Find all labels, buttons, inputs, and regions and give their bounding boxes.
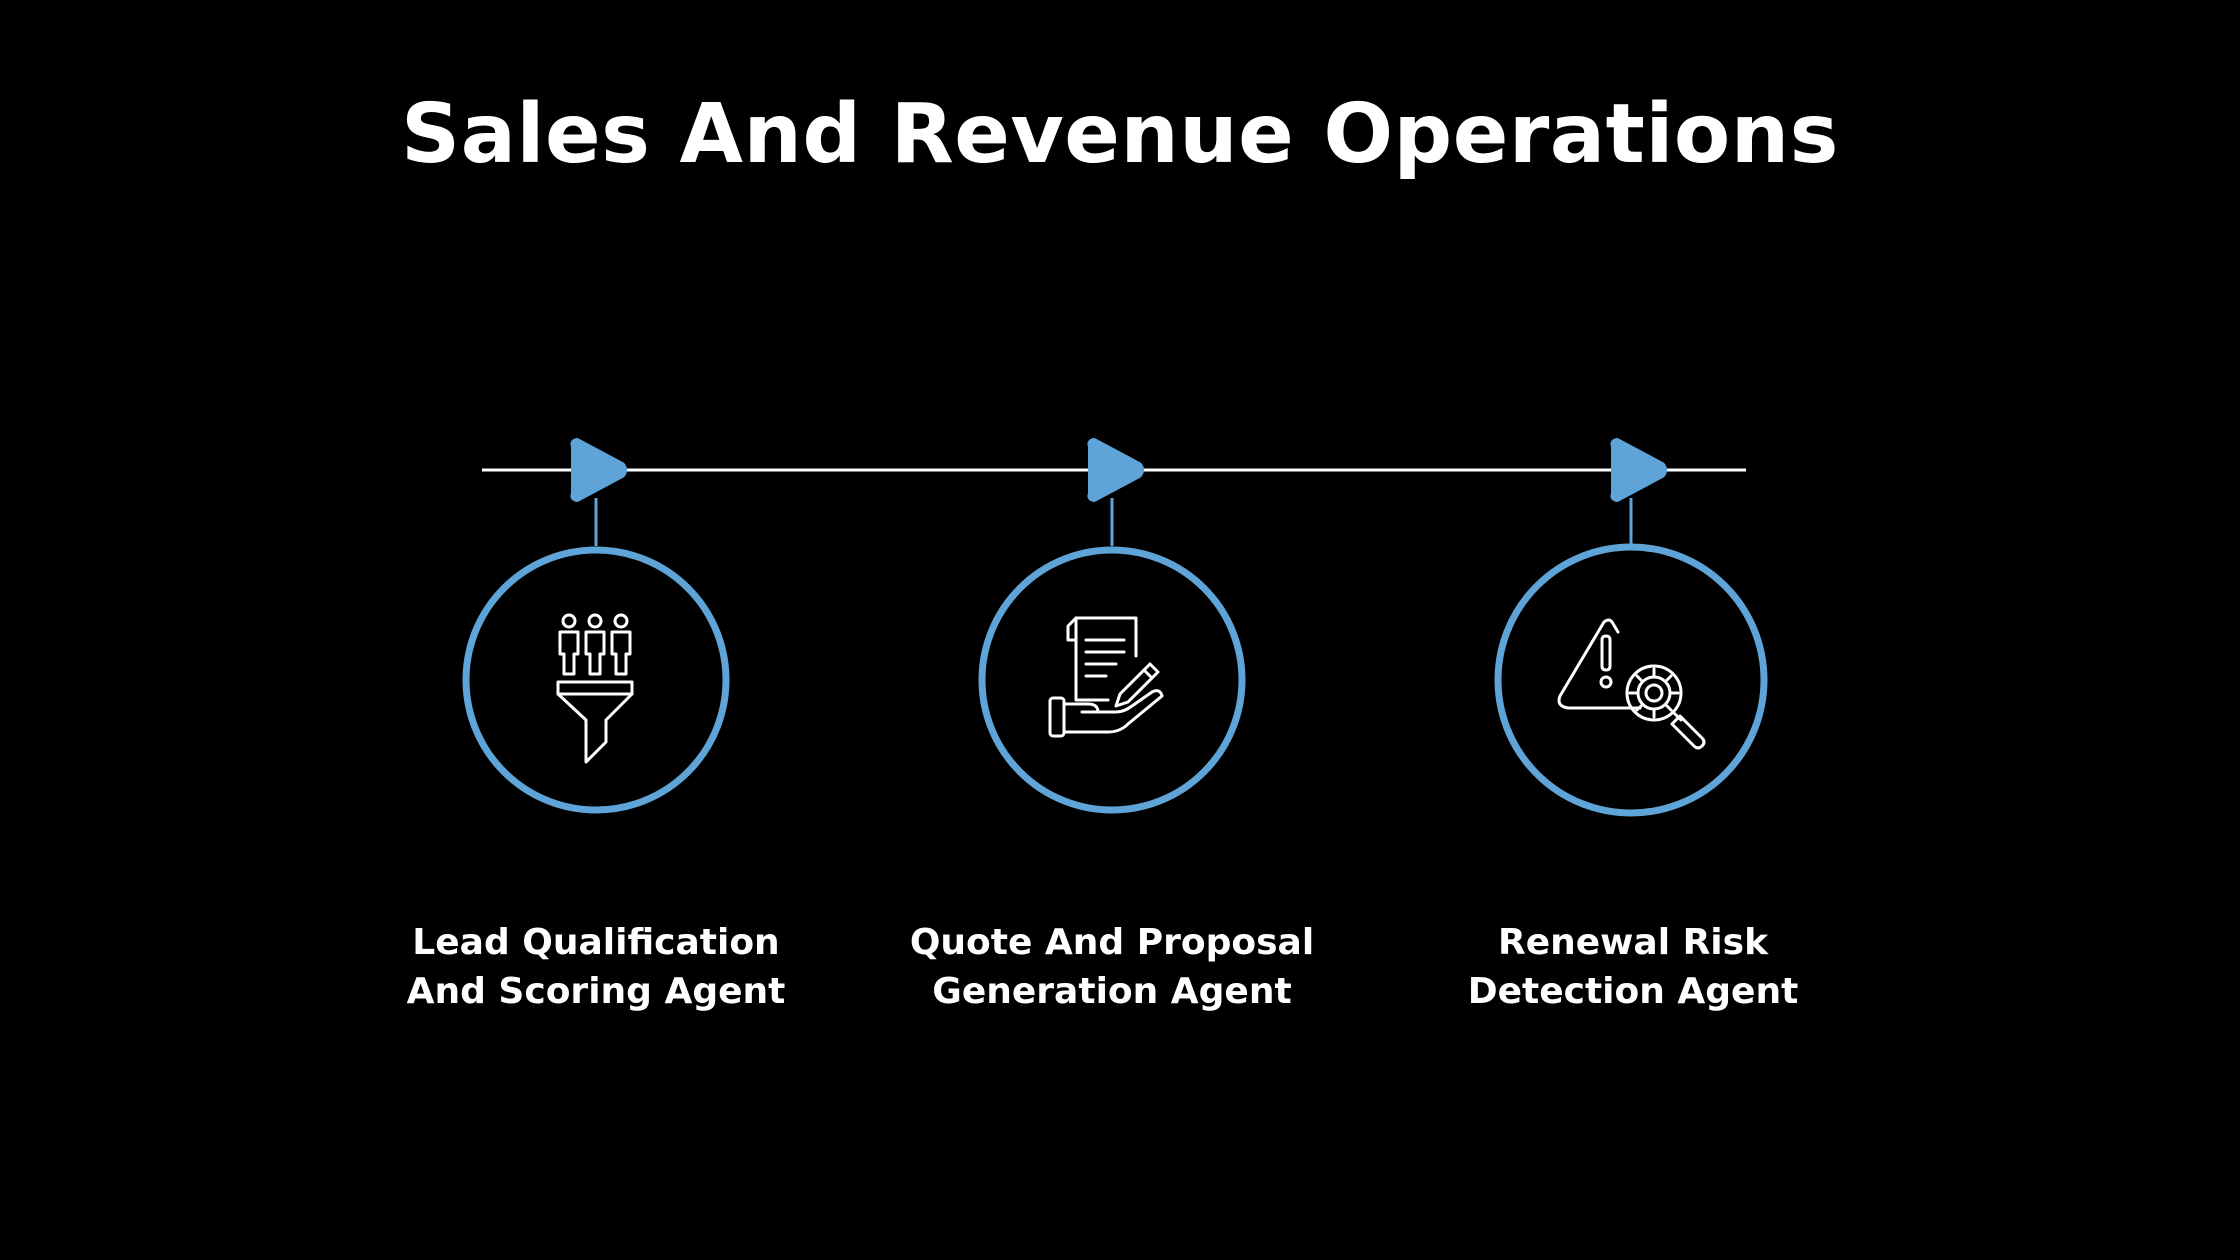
step-label-line: And Scoring Agent xyxy=(406,971,786,1012)
step-label-quote-proposal: Quote And Proposal Generation Agent xyxy=(902,918,1322,1016)
step-label-line: Quote And Proposal xyxy=(909,922,1315,963)
lead-funnel-icon xyxy=(556,613,634,764)
step-circle xyxy=(1494,543,1768,817)
timeline-step-1 xyxy=(462,438,730,814)
play-marker-icon xyxy=(1087,438,1144,502)
step-label-line: Renewal Risk xyxy=(1497,922,1769,963)
timeline-step-2 xyxy=(978,438,1246,814)
step-circle xyxy=(978,546,1246,814)
step-label-line: Generation Agent xyxy=(932,971,1292,1012)
step-label-lead-qualification: Lead Qualification And Scoring Agent xyxy=(386,918,806,1016)
play-marker-icon xyxy=(1610,438,1667,502)
page-title: Sales And Revenue Operations xyxy=(401,87,1839,182)
timeline-step-3 xyxy=(1494,438,1768,817)
step-label-line: Detection Agent xyxy=(1467,971,1799,1012)
proposal-document-icon xyxy=(1048,616,1164,738)
risk-detection-icon xyxy=(1557,618,1706,750)
step-label-line: Lead Qualification xyxy=(412,922,780,963)
step-circle xyxy=(462,546,730,814)
step-label-renewal-risk: Renewal Risk Detection Agent xyxy=(1423,918,1843,1016)
play-marker-icon xyxy=(570,438,627,502)
